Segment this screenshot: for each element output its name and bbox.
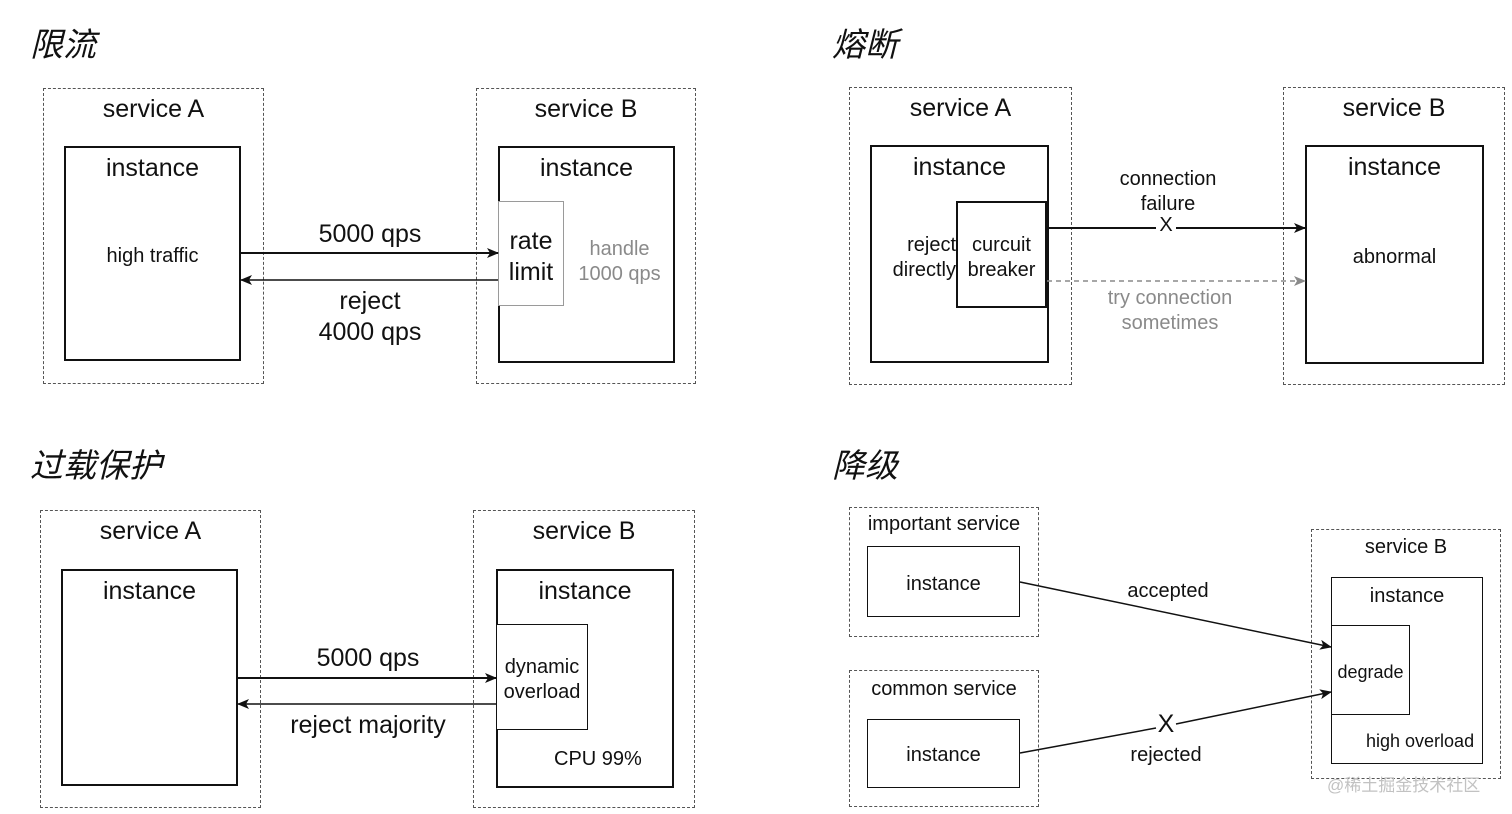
circuit-breaker-service-b-container xyxy=(1283,87,1505,385)
important-service-container xyxy=(849,507,1039,637)
degradation-title: 降级 xyxy=(832,446,898,485)
circuit-breaker-connection-failure-label: connection failure xyxy=(1119,168,1217,215)
rate-limit-service-b-label: service B xyxy=(534,95,638,123)
rate-limit-service-a-container xyxy=(43,88,264,384)
watermark: @稀土掘金技术社区 xyxy=(1327,776,1481,795)
rejected-x-mark: X xyxy=(1157,710,1175,738)
overload-instance-b-label: instance xyxy=(538,577,632,605)
rate-limit-service-b-container xyxy=(476,88,696,384)
rate-limit-box xyxy=(498,201,564,306)
circuit-breaker-abnormal-label: abnormal xyxy=(1352,246,1437,268)
rate-limit-high-traffic-label: high traffic xyxy=(106,245,199,267)
circuit-breaker-try-connection-label: try connection sometimes xyxy=(1107,287,1233,334)
common-instance xyxy=(867,719,1020,788)
rate-limit-instance-a xyxy=(64,146,241,361)
rate-limit-reject-label: reject 4000 qps xyxy=(318,287,422,347)
circuit-breaker-box-label: curcuit breaker xyxy=(967,234,1036,281)
circuit-breaker-box xyxy=(956,201,1047,308)
common-service-label: common service xyxy=(871,678,1017,700)
circuit-breaker-service-b-label: service B xyxy=(1342,94,1446,122)
circuit-breaker-instance-b-label: instance xyxy=(1347,153,1442,181)
overload-request-rate-label: 5000 qps xyxy=(316,644,420,672)
rejected-arrow-right xyxy=(1175,689,1332,725)
overload-service-b-label: service B xyxy=(532,517,636,545)
circuit-breaker-title: 熔断 xyxy=(832,25,898,64)
overload-service-a-container xyxy=(40,510,261,808)
overload-instance-a-label: instance xyxy=(102,577,197,605)
overload-protection-title: 过载保护 xyxy=(30,446,162,485)
circuit-breaker-service-a-container xyxy=(849,87,1072,385)
degrade-service-b-label: service B xyxy=(1364,536,1448,558)
degrade-instance-b-label: instance xyxy=(1369,585,1445,607)
degrade-service-b-container xyxy=(1311,529,1501,779)
rate-limit-handle-label: handle 1000 qps xyxy=(578,238,661,285)
rejected-label: rejected xyxy=(1130,744,1202,766)
circuit-breaker-instance-a-label: instance xyxy=(912,153,1007,181)
common-instance-label: instance xyxy=(906,744,981,766)
degrade-box-label: degrade xyxy=(1337,662,1404,682)
rate-limit-instance-b-label: instance xyxy=(539,154,634,182)
circuit-breaker-reject-directly-label: reject directly xyxy=(892,234,956,281)
accepted-label: accepted xyxy=(1127,580,1209,602)
circuit-breaker-service-a-label: service A xyxy=(909,94,1012,122)
circuit-breaker-failure-x-mark: X xyxy=(1159,214,1173,236)
rate-limit-request-rate-label: 5000 qps xyxy=(318,220,422,248)
circuit-breaker-instance-b xyxy=(1305,145,1484,364)
degrade-box xyxy=(1331,625,1410,715)
rate-limit-service-a-label: service A xyxy=(102,95,205,123)
rate-limit-box-label: rate limit xyxy=(508,227,554,287)
important-instance xyxy=(867,546,1020,617)
cpu-usage-label: CPU 99% xyxy=(554,748,642,770)
rate-limit-instance-a-label: instance xyxy=(105,154,200,182)
overload-service-a-label: service A xyxy=(99,517,202,545)
overload-service-b-container xyxy=(473,510,695,808)
rate-limit-title: 限流 xyxy=(30,25,96,64)
dynamic-overload-label: dynamic overload xyxy=(503,656,581,703)
important-service-label: important service xyxy=(867,513,1021,535)
important-instance-label: instance xyxy=(906,573,981,595)
overload-reject-majority-label: reject majority xyxy=(290,711,446,739)
high-overload-label: high overload xyxy=(1366,731,1475,751)
overload-instance-a xyxy=(61,569,238,786)
